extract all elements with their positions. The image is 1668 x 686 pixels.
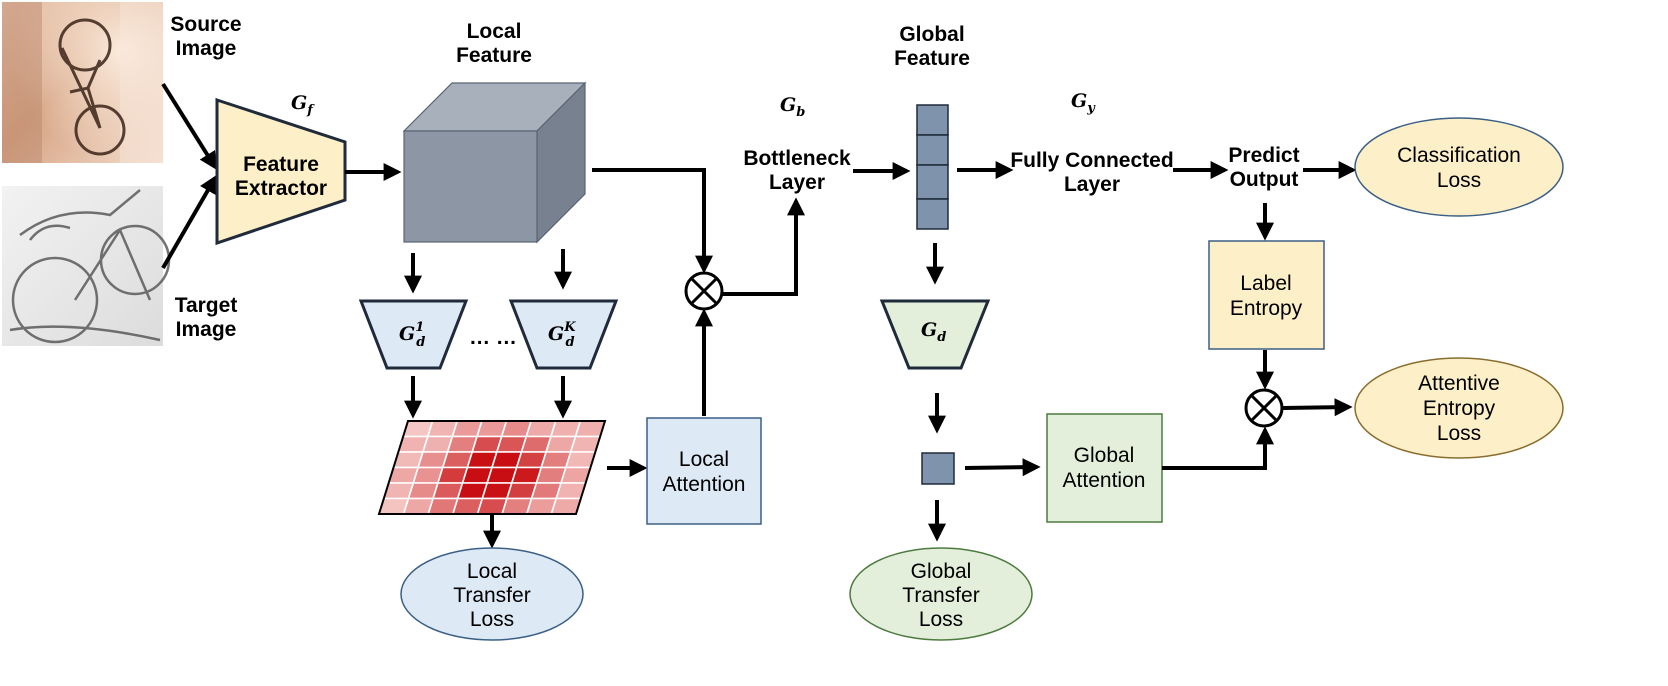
feature-extractor-label-line2: Extractor bbox=[235, 177, 327, 200]
local-transfer-loss bbox=[400, 547, 584, 641]
label-entropy-line2: Entropy bbox=[1230, 297, 1303, 320]
local-attention-heatmap bbox=[377, 420, 607, 515]
source-image-label-line2: Image bbox=[176, 37, 237, 60]
label-entropy-block bbox=[1208, 240, 1325, 350]
local-transfer-loss-line1: Local bbox=[467, 560, 517, 583]
local-attention-block bbox=[646, 417, 762, 525]
feature-extractor-label-line1: Feature bbox=[243, 153, 319, 176]
attentive-entropy-loss-line2: Entropy bbox=[1423, 397, 1496, 420]
arrow-multiply-to-bottleneck bbox=[722, 197, 805, 296]
arrow-multiply-to-attentive-loss bbox=[1282, 398, 1353, 417]
local-feature-label-line2: Feature bbox=[456, 44, 532, 67]
source-image bbox=[2, 2, 163, 163]
label-entropy-line1: Label bbox=[1240, 272, 1291, 295]
target-image-label-line1: Target bbox=[175, 294, 238, 317]
local-discriminator-1 bbox=[358, 299, 469, 370]
source-image-label-line1: Source bbox=[170, 13, 241, 36]
target-image bbox=[2, 186, 171, 346]
global-transfer-loss-line1: Global bbox=[911, 560, 972, 583]
global-discriminator bbox=[879, 299, 991, 370]
discriminators-ellipsis: … … bbox=[469, 326, 517, 349]
predict-output-label-line2: Output bbox=[1230, 168, 1299, 191]
global-transfer-loss-line3: Loss bbox=[919, 608, 963, 631]
arrow-source-to-extractor bbox=[161, 82, 217, 171]
fully-connected-symbol: Gy bbox=[1071, 90, 1096, 116]
classification-loss-line2: Loss bbox=[1437, 169, 1481, 192]
arrow-target-to-extractor bbox=[161, 174, 217, 270]
heatmap-outline bbox=[377, 420, 607, 515]
local-transfer-loss-line2: Transfer bbox=[453, 584, 530, 607]
local-attention-label-line1: Local bbox=[679, 448, 729, 471]
feature-extractor-symbol: Gf bbox=[291, 92, 315, 118]
global-transfer-loss bbox=[849, 547, 1033, 641]
arrow-scalar-to-global-attention bbox=[964, 458, 1041, 477]
predict-output-label-line1: Predict bbox=[1228, 144, 1299, 167]
bottleneck-label-line2: Layer bbox=[769, 171, 825, 194]
classification-loss-line1: Classification bbox=[1397, 144, 1521, 167]
arrow-global-attention-to-multiply bbox=[1162, 426, 1274, 470]
local-discriminator-k bbox=[508, 299, 619, 370]
global-discriminator-symbol: Gd bbox=[921, 319, 946, 345]
local-multiply-node bbox=[684, 271, 724, 311]
global-attention-block bbox=[1046, 413, 1163, 523]
attentive-entropy-loss bbox=[1354, 357, 1564, 459]
arrow-local-feature-to-multiply bbox=[592, 168, 713, 274]
global-transfer-loss-line2: Transfer bbox=[902, 584, 979, 607]
fully-connected-label-line2: Layer bbox=[1064, 173, 1120, 196]
global-multiply-node bbox=[1244, 388, 1284, 428]
global-feature-vector bbox=[916, 104, 949, 230]
global-attention-label-line1: Global bbox=[1074, 444, 1135, 467]
local-feature-cube bbox=[402, 81, 587, 244]
local-transfer-loss-line3: Loss bbox=[470, 608, 514, 631]
global-feature-label-line2: Feature bbox=[894, 47, 970, 70]
classification-loss bbox=[1354, 117, 1564, 217]
global-discriminator-output bbox=[921, 452, 955, 485]
target-image-label-line2: Image bbox=[176, 318, 237, 341]
attentive-entropy-loss-line3: Loss bbox=[1437, 422, 1481, 445]
local-attention-label-line2: Attention bbox=[663, 473, 746, 496]
local-feature-label-line1: Local bbox=[467, 20, 522, 43]
global-feature-label-line1: Global bbox=[899, 23, 964, 46]
attentive-entropy-loss-line1: Attentive bbox=[1418, 372, 1500, 395]
feature-extractor-block bbox=[215, 97, 347, 246]
bottleneck-symbol: Gb bbox=[780, 94, 805, 120]
fully-connected-label-line1: Fully Connected bbox=[1010, 149, 1173, 172]
bottleneck-label-line1: Bottleneck bbox=[743, 147, 851, 170]
global-attention-label-line2: Attention bbox=[1063, 469, 1146, 492]
